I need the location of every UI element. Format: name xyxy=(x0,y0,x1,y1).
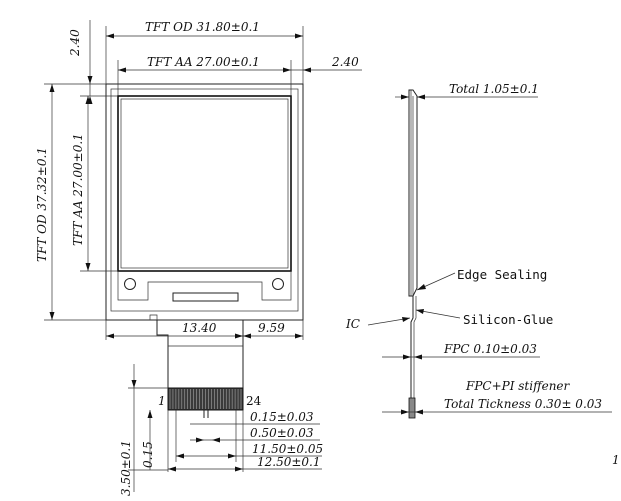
arrow xyxy=(106,33,114,39)
side-fpc xyxy=(410,296,414,418)
arrow xyxy=(228,453,236,459)
side-view: Total 1.05±0.1 Edge Sealing Silicon-Glue… xyxy=(345,82,612,419)
arrow xyxy=(417,284,426,290)
ic-slot xyxy=(172,292,239,302)
front-view: 1 24 TFT OD 31.80±0.1 TFT AA 27.00±0.1 2… xyxy=(35,20,362,496)
active-area xyxy=(117,95,292,272)
arrow xyxy=(118,67,126,73)
fpc-pad-ticks xyxy=(169,389,242,409)
mounting-hole-right xyxy=(272,278,284,290)
dim-aa-height: TFT AA 27.00±0.1 xyxy=(71,133,85,246)
dim-stiffener-length: 3.50±0.1 xyxy=(119,440,133,496)
arrow xyxy=(49,312,55,320)
dim-od-height: TFT OD 37.32±0.1 xyxy=(35,147,49,262)
fpc-left-edge xyxy=(156,320,169,388)
arrow xyxy=(85,96,91,104)
dim-pin-width: 0.15±0.03 xyxy=(250,410,314,424)
arrow xyxy=(243,333,251,339)
label-silicon-glue: Silicon-Glue xyxy=(463,312,553,327)
arrow xyxy=(295,33,303,39)
dim-fpc-right-offset: 9.59 xyxy=(258,321,285,335)
arrow xyxy=(417,94,425,100)
arrow xyxy=(283,67,291,73)
dim-contact-height: 0.15 xyxy=(141,441,155,468)
dim-fpc-left-offset: 13.40 xyxy=(182,321,217,335)
arrow xyxy=(403,354,411,360)
dim-od-width: TFT OD 31.80±0.1 xyxy=(145,20,260,34)
label-edge-sealing: Edge Sealing xyxy=(457,267,547,282)
tft-outline xyxy=(105,83,304,321)
arrow xyxy=(168,466,176,472)
tft-bezel xyxy=(110,88,299,312)
dim-right-margin: 2.40 xyxy=(331,55,359,69)
dim-aa-width: TFT AA 27.00±0.1 xyxy=(147,55,260,69)
arrow xyxy=(295,333,303,339)
arrow xyxy=(402,317,410,322)
label-stiffener: FPC+PI stiffener xyxy=(465,379,571,393)
arrow xyxy=(235,466,243,472)
side-stiffener xyxy=(408,397,416,419)
arrow xyxy=(212,437,220,443)
fpc-tab xyxy=(149,314,158,320)
mounting-hole-left xyxy=(124,278,136,290)
pin-last-label: 24 xyxy=(246,394,262,408)
arrow xyxy=(147,410,153,418)
arrow xyxy=(87,76,93,84)
arrow xyxy=(131,380,137,388)
arrow xyxy=(176,453,184,459)
dim-top-margin: 2.40 xyxy=(68,29,82,57)
arrow xyxy=(196,437,204,443)
dim-pin-span: 11.50±0.05 xyxy=(252,442,323,456)
arrow xyxy=(303,67,311,73)
arrow xyxy=(401,94,409,100)
arrow xyxy=(235,333,243,339)
arrow xyxy=(415,409,423,415)
label-ic: IC xyxy=(345,317,360,331)
pin-first-label: 1 xyxy=(158,394,166,408)
dim-total: Total 1.05±0.1 xyxy=(449,82,539,96)
active-area-inner xyxy=(120,98,289,269)
arrow xyxy=(414,354,422,360)
arrow xyxy=(49,84,55,92)
panel-ledge xyxy=(117,271,292,301)
side-panel-body xyxy=(408,89,418,297)
arrow xyxy=(416,309,424,314)
page-number: 1 xyxy=(612,453,620,467)
dim-pin-pitch: 0.50±0.03 xyxy=(250,426,314,440)
dim-total-thickness: Total Tickness 0.30± 0.03 xyxy=(444,397,602,411)
side-fpc-inner xyxy=(413,296,417,418)
dim-fpc-width: 12.50±0.1 xyxy=(257,455,321,469)
arrow xyxy=(106,333,114,339)
arrow xyxy=(85,263,91,271)
arrow xyxy=(401,409,409,415)
dim-fpc-thickness: FPC 0.10±0.03 xyxy=(443,342,537,356)
